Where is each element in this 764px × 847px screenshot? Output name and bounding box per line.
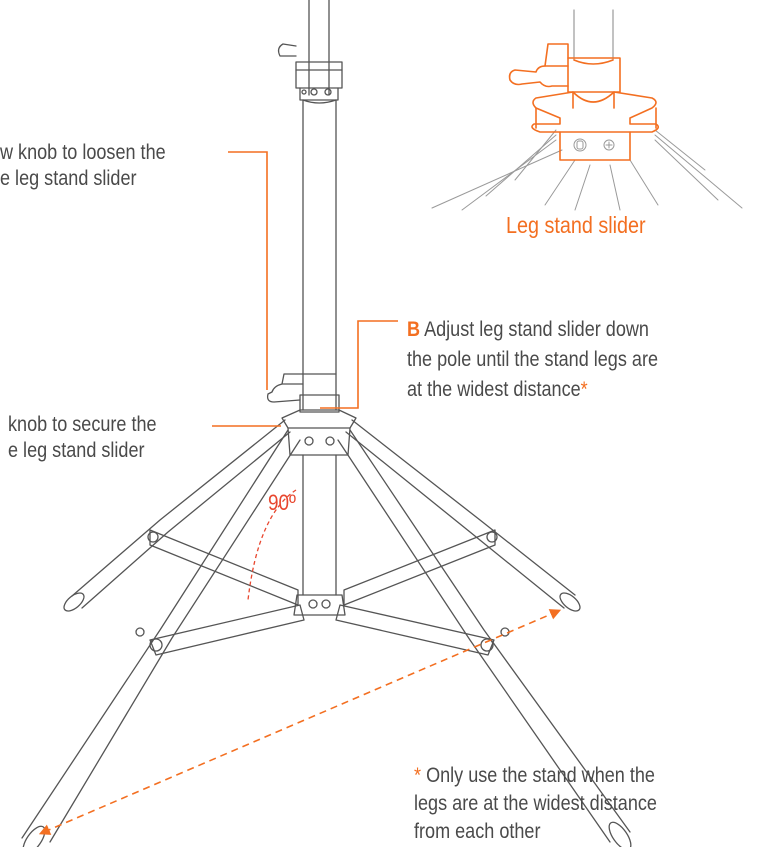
note-line3: from each other [414,820,541,843]
inset-label: Leg stand slider [506,212,646,238]
callout-line-a [228,151,268,390]
hub [281,409,357,456]
callout-a-text: w knob to loosen the e leg stand slider [0,140,166,192]
inset-leg-stand-slider [431,9,743,211]
callout-c-text: knob to secure the e leg stand slider [8,412,157,464]
leg-braces [135,529,510,656]
note-line2: legs are at the widest distance [414,792,657,815]
callout-b-asterisk: * [580,378,588,401]
middle-pole [302,99,337,411]
leg-front-left [21,429,301,847]
callout-c-line1: knob to secure the [8,413,157,436]
note-line1: * Only use the stand when the [414,762,657,790]
callout-b-text: B Adjust leg stand slider down the pole … [407,315,658,405]
note-line1-text: Only use the stand when the [426,764,655,787]
angle-label: 90º [268,490,296,515]
callout-b-line2: the pole until the stand legs are [407,348,659,371]
callout-a-line2: e leg stand slider [0,167,137,190]
callout-lines [212,151,398,427]
angle-indicator [247,489,297,601]
callout-b-line3-text: at the widest distance [407,378,581,401]
note-text: * Only use the stand when the legs are a… [414,762,657,846]
callout-line-b [320,320,398,409]
callout-a-line1: w knob to loosen the [0,141,166,164]
callout-b-marker: B [407,318,421,341]
lower-pole [293,454,346,616]
note-asterisk: * [414,764,422,787]
leg-back-right [345,419,581,612]
inset-leg-lines [431,129,743,211]
lower-knob [266,373,337,403]
slider-collar [299,394,340,413]
callout-b-line3: at the widest distance* [407,375,658,405]
inset-pole [573,9,614,61]
callout-c-line2: e leg stand slider [8,439,145,462]
callout-b-line1-text: Adjust leg stand slider down [424,318,649,341]
inset-screws [573,138,615,152]
widest-distance-arrow [38,609,562,835]
upper-pole [277,0,343,101]
inset-slider-body [508,43,660,161]
callout-b-line1: B Adjust leg stand slider down [407,315,658,345]
